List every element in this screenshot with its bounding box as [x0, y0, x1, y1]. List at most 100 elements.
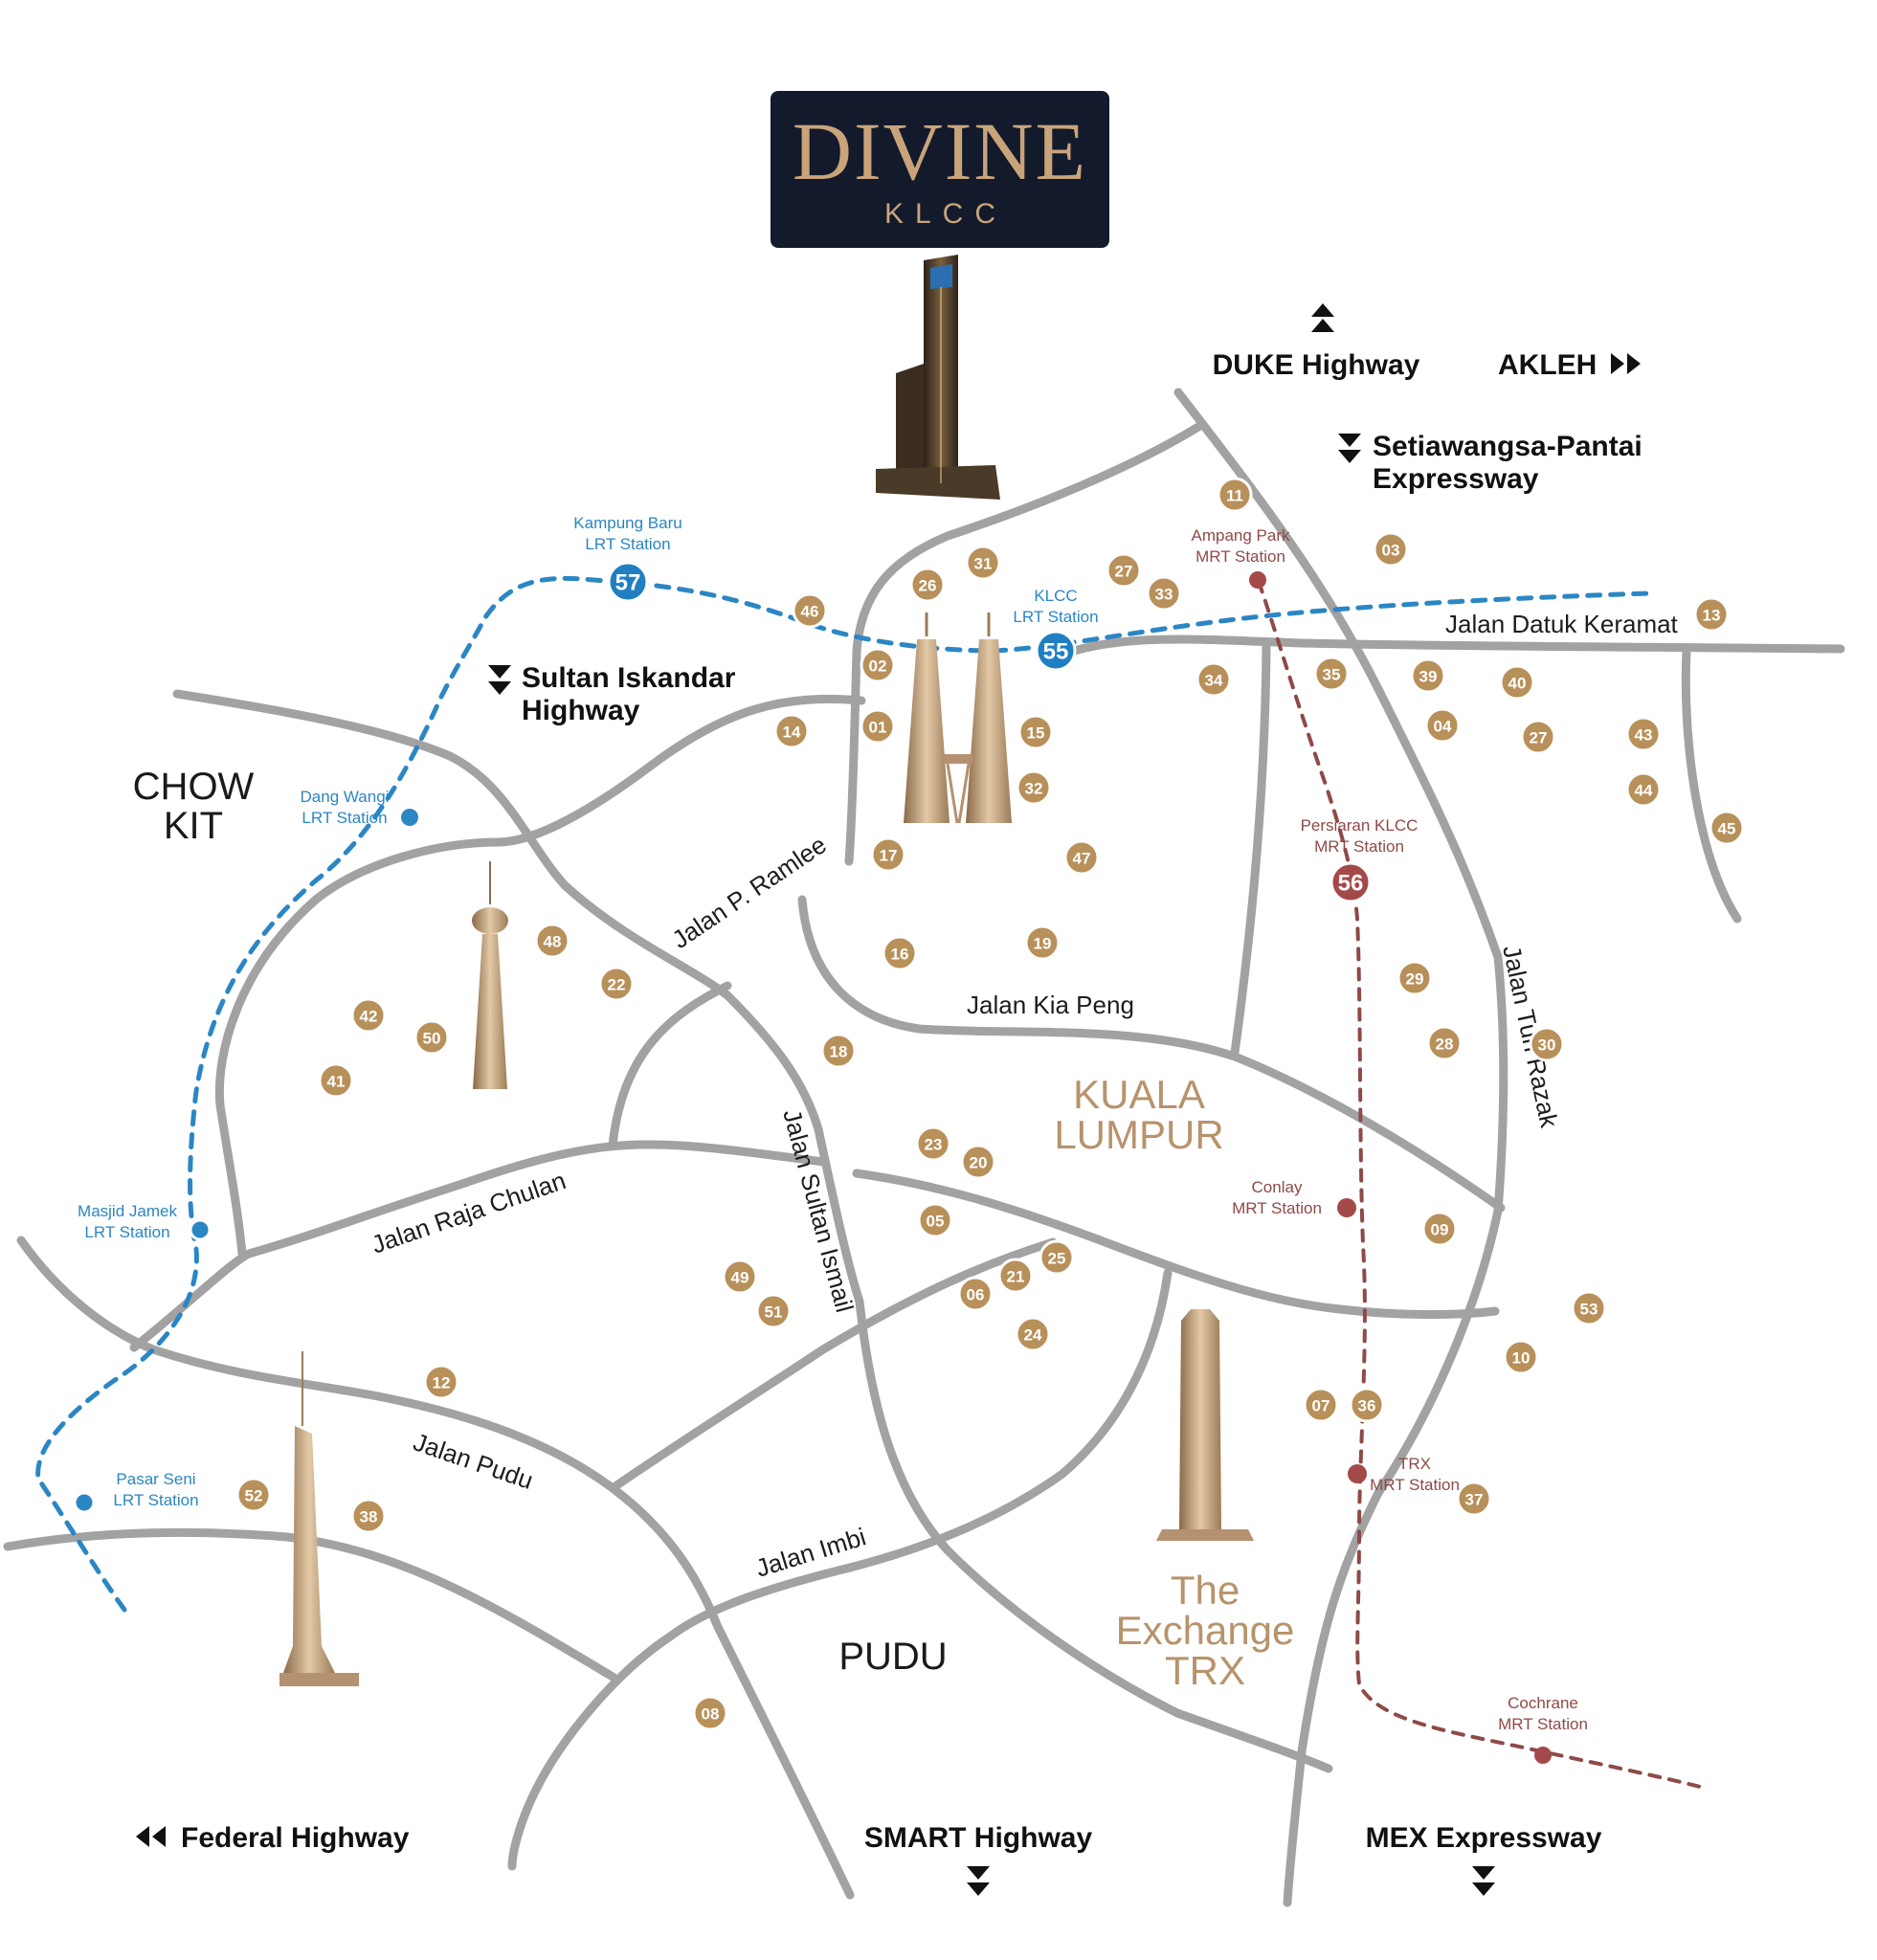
- poi-marker-47[interactable]: 47: [1063, 839, 1100, 876]
- poi-marker-33[interactable]: 33: [1146, 575, 1182, 612]
- cochrane-label-1: Cochrane: [1508, 1694, 1578, 1712]
- poi-marker-09[interactable]: 09: [1421, 1211, 1458, 1247]
- poi-marker-number: 35: [1323, 666, 1341, 684]
- poi-marker-52[interactable]: 52: [235, 1477, 272, 1513]
- chow-kit-label-2: KIT: [164, 805, 223, 847]
- poi-marker-39[interactable]: 39: [1410, 657, 1446, 694]
- poi-marker-10[interactable]: 10: [1503, 1339, 1539, 1375]
- poi-marker-number: 27: [1115, 563, 1133, 581]
- poi-marker-06[interactable]: 06: [957, 1276, 994, 1312]
- poi-marker-29[interactable]: 29: [1397, 960, 1433, 996]
- pudu-label: PUDU: [838, 1636, 947, 1678]
- poi-marker-43[interactable]: 43: [1625, 716, 1662, 752]
- poi-marker-42[interactable]: 42: [350, 997, 387, 1034]
- kuala-lumpur-label-1: KUALA: [1073, 1072, 1205, 1117]
- poi-marker-32[interactable]: 32: [1016, 769, 1052, 806]
- conlay-label-1: Conlay: [1252, 1178, 1303, 1196]
- kampung-baru-label-2: LRT Station: [585, 535, 670, 553]
- svg-text:57: 57: [615, 570, 641, 596]
- station-badge-persiaran-klcc[interactable]: 56: [1330, 861, 1372, 903]
- poi-marker-04[interactable]: 04: [1424, 707, 1461, 744]
- poi-marker-35[interactable]: 35: [1313, 656, 1350, 692]
- road-duke-ampang: [1173, 388, 1508, 1907]
- poi-marker-25[interactable]: 25: [1039, 1239, 1075, 1276]
- poi-marker-44[interactable]: 44: [1625, 771, 1662, 808]
- poi-marker-38[interactable]: 38: [350, 1498, 387, 1534]
- double-chevron-down-icon: [1472, 1866, 1495, 1896]
- ampang-park-station-dot: [1249, 571, 1266, 589]
- poi-marker-number: 11: [1226, 487, 1243, 505]
- poi-marker-37[interactable]: 37: [1456, 1481, 1492, 1517]
- poi-marker-20[interactable]: 20: [960, 1144, 996, 1180]
- poi-marker-51[interactable]: 51: [755, 1293, 792, 1329]
- poi-marker-19[interactable]: 19: [1024, 924, 1061, 961]
- poi-marker-07[interactable]: 07: [1303, 1387, 1339, 1423]
- persiaran-klcc-label-1: Persiaran KLCC: [1301, 816, 1419, 835]
- poi-marker-36[interactable]: 36: [1349, 1387, 1385, 1423]
- poi-marker-05[interactable]: 05: [917, 1202, 953, 1238]
- poi-marker-03[interactable]: 03: [1373, 531, 1409, 568]
- station-badge-kampung-baru[interactable]: 57: [607, 561, 649, 603]
- poi-marker-48[interactable]: 48: [534, 923, 570, 959]
- road-klcc-ring-north: [844, 422, 1203, 866]
- persiaran-klcc-label-2: MRT Station: [1314, 837, 1404, 856]
- poi-marker-number: 24: [1024, 1326, 1042, 1345]
- poi-marker-31[interactable]: 31: [965, 545, 1001, 581]
- poi-marker-21[interactable]: 21: [997, 1258, 1034, 1294]
- poi-marker-08[interactable]: 08: [692, 1695, 728, 1731]
- poi-marker-24[interactable]: 24: [1015, 1316, 1051, 1352]
- poi-marker-number: 22: [608, 976, 626, 994]
- sultan-iskandar-label-1: Sultan Iskandar: [522, 662, 736, 694]
- poi-marker-16[interactable]: 16: [882, 935, 918, 971]
- poi-marker-01[interactable]: 01: [860, 708, 896, 745]
- poi-marker-number: 33: [1155, 586, 1173, 604]
- poi-marker-46[interactable]: 46: [792, 592, 828, 629]
- poi-marker-49[interactable]: 49: [722, 1258, 758, 1295]
- ampang-park-label-2: MRT Station: [1195, 547, 1285, 566]
- poi-marker-17[interactable]: 17: [870, 836, 906, 873]
- poi-marker-18[interactable]: 18: [820, 1033, 857, 1069]
- poi-marker-number: 40: [1508, 675, 1527, 693]
- poi-marker-23[interactable]: 23: [915, 1125, 951, 1162]
- poi-marker-26[interactable]: 26: [909, 567, 946, 603]
- poi-marker-40[interactable]: 40: [1499, 664, 1535, 701]
- masjid-jamek-station-dot: [189, 1218, 212, 1241]
- poi-marker-12[interactable]: 12: [423, 1364, 459, 1400]
- poi-marker-45[interactable]: 45: [1709, 810, 1745, 846]
- poi-marker-11[interactable]: 11: [1217, 477, 1253, 513]
- poi-marker-number: 30: [1538, 1036, 1556, 1055]
- poi-marker-22[interactable]: 22: [598, 966, 635, 1002]
- jalan-kia-peng-label: Jalan Kia Peng: [967, 991, 1134, 1019]
- poi-marker-number: 49: [731, 1269, 749, 1287]
- masjid-jamek-label-1: Masjid Jamek: [78, 1202, 177, 1220]
- setiawangsa-label-2: Expressway: [1373, 463, 1539, 495]
- road-p-ramlee-south: [608, 981, 732, 1150]
- poi-marker-number: 08: [702, 1705, 720, 1724]
- poi-marker-number: 16: [891, 946, 909, 964]
- poi-marker-41[interactable]: 41: [318, 1062, 354, 1099]
- road-ramlee: [214, 694, 866, 1258]
- poi-marker-27[interactable]: 27: [1106, 552, 1142, 589]
- poi-marker-30[interactable]: 30: [1529, 1026, 1565, 1062]
- double-chevron-down-icon: [1338, 434, 1361, 463]
- station-labels: Kampung Baru LRT Station KLCC LRT Statio…: [78, 514, 1588, 1733]
- poi-marker-number: 03: [1382, 542, 1400, 560]
- poi-marker-13[interactable]: 13: [1693, 596, 1730, 633]
- petronas-twin-towers-icon: [904, 612, 1012, 824]
- station-badge-klcc[interactable]: 55: [1035, 630, 1077, 672]
- mex-expressway-label: MEX Expressway: [1366, 1822, 1602, 1854]
- exchange-label-3: TRX: [1165, 1648, 1245, 1693]
- poi-marker-53[interactable]: 53: [1571, 1290, 1607, 1326]
- poi-marker-27[interactable]: 27: [1520, 719, 1556, 755]
- poi-marker-28[interactable]: 28: [1426, 1025, 1463, 1061]
- poi-marker-02[interactable]: 02: [860, 647, 896, 683]
- poi-marker-number: 09: [1431, 1221, 1449, 1239]
- dang-wangi-label-1: Dang Wangi: [301, 788, 390, 806]
- poi-marker-15[interactable]: 15: [1017, 714, 1054, 750]
- conlay-label-2: MRT Station: [1232, 1199, 1322, 1217]
- poi-marker-14[interactable]: 14: [773, 713, 810, 749]
- poi-marker-50[interactable]: 50: [413, 1019, 450, 1056]
- poi-marker-number: 04: [1434, 718, 1452, 736]
- poi-marker-34[interactable]: 34: [1195, 661, 1232, 698]
- merdeka-118-icon: [279, 1351, 359, 1686]
